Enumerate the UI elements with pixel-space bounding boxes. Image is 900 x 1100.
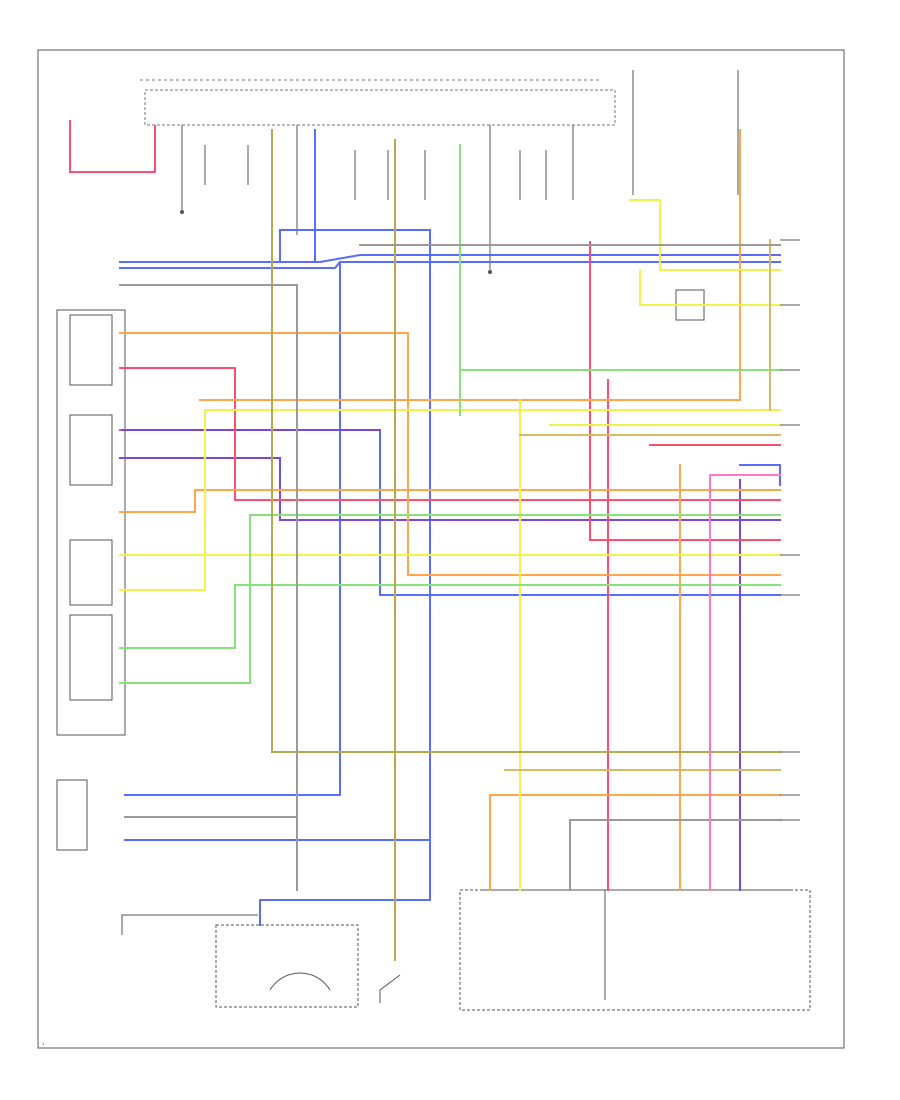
ground-lower-wire: [121, 914, 258, 935]
wire-blue-5: [124, 261, 341, 796]
wire-green-1: [119, 584, 781, 649]
ground-2-icon: [488, 270, 492, 274]
wire-green-2: [119, 514, 781, 684]
fuse-block-red-wire: [69, 120, 156, 173]
wire-grey-1: [119, 284, 298, 891]
corner-code: 1: [42, 1041, 45, 1046]
wire-orange-5: [199, 129, 741, 401]
wire-olive-1: [271, 129, 781, 753]
diagram-frame: [37, 49, 845, 1049]
ground-1-icon: [180, 210, 184, 214]
wire-grey-3: [569, 819, 781, 891]
wire-yellow-4: [119, 409, 781, 591]
lower-left-switch: [56, 779, 88, 851]
top-bar-drops: [204, 125, 574, 235]
switch-3: [69, 539, 113, 606]
wire-blue-4: [279, 229, 431, 901]
wire-yellow-2: [639, 269, 781, 306]
position-switch: [215, 924, 359, 1008]
wire-blue-8: [379, 429, 781, 596]
wire-blue-1: [119, 254, 781, 263]
right-bottom-unit: [459, 889, 811, 1011]
wire-orange-3: [489, 794, 781, 891]
position-switch-arc: [269, 972, 331, 991]
top-bar-box: [144, 89, 616, 126]
wire-yellow-1: [629, 199, 781, 271]
wire-orange-2: [119, 489, 781, 513]
wire-red-2: [589, 241, 781, 541]
switch-4: [69, 614, 113, 701]
switch-1: [69, 314, 113, 386]
wire-blue-9: [739, 464, 781, 486]
right-terminals: [780, 239, 800, 821]
wire-blue-7: [259, 899, 431, 926]
wire-blue-2: [119, 261, 781, 269]
wire-orange-1: [119, 332, 781, 576]
switch-2: [69, 414, 113, 486]
seat-switch: [379, 974, 401, 1003]
left-switch-stack: [56, 309, 126, 736]
wire-red-1: [119, 367, 781, 501]
